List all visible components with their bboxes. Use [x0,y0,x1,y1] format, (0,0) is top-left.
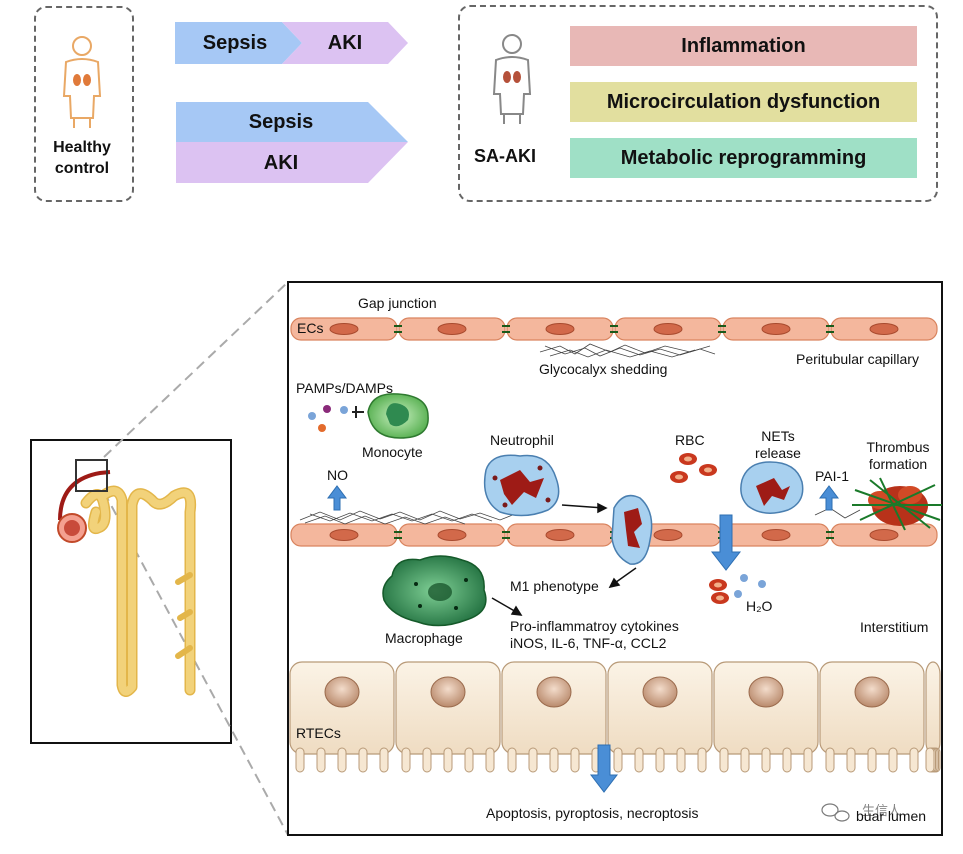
endothelial-cell [290,523,398,547]
pamps-molecules [308,405,364,432]
rtecs-label: RTECs [296,725,341,741]
neutrophil-label: Neutrophil [490,432,554,448]
gap-junction-mark [826,531,834,539]
endothelial-cell [614,317,722,341]
endothelial-cell [290,317,398,341]
microcirculation-bar: Microcirculation dysfunction [570,82,917,122]
gap-junction-mark [394,325,402,333]
nets-label: NETs release [755,428,801,461]
sa-aki-label: SA-AKI [474,146,536,166]
m1-phenotype-label: M1 phenotype [510,578,599,594]
endothelial-cell [506,523,614,547]
gap-junction-mark [502,531,510,539]
process-arrows [491,502,637,616]
rbc-label: RBC [675,432,705,448]
metabolic-bar: Metabolic reprogramming [570,138,917,178]
tubular-epithelial-cell [607,661,713,773]
arrow2-sepsis-label: Sepsis [248,110,314,133]
rbc-cells [670,453,766,604]
neutrophil-cell [483,454,560,517]
endothelial-cell [398,317,506,341]
tubular-epithelial-cell [925,661,941,773]
cytokines-label: Pro-inflammatroy cytokines iNOS, IL-6, T… [510,618,679,651]
migrating-neutrophil [611,494,653,565]
macrophage-cell [382,555,487,627]
arrow1-sepsis-label: Sepsis [202,31,268,54]
glycocalyx-strands [299,343,861,525]
endothelial-cell [830,317,938,341]
thrombus [852,477,942,531]
arrow2-aki-label: AKI [263,151,299,174]
tubular-epithelial-cell [395,661,501,773]
no-label: NO [327,467,348,483]
tubular-lumen-label: buar lumen [856,808,927,824]
endothelial-cell [398,523,506,547]
blue-arrows [327,485,839,793]
gap-junction-mark [610,325,618,333]
gap-junction-label: Gap junction [358,295,437,311]
watermark: 生信人 [862,804,902,819]
thrombus-label: Thrombus formation [866,439,930,472]
ecs-label: ECs [297,320,324,336]
peritubular-label: Peritubular capillary [796,351,919,367]
gap-junction-mark [394,531,402,539]
monocyte-cell [367,393,429,439]
rtec-layer [289,661,941,773]
interstitium-label: Interstitium [860,619,929,635]
arrow1-aki-label: AKI [327,31,363,54]
gap-junction-mark [826,325,834,333]
nets-cell [740,461,804,514]
endothelial-cell [722,523,830,547]
h2o-label: H₂O [746,598,773,614]
upper-endothelium [290,317,938,341]
sa-aki-box [458,5,938,202]
glycocalyx-label: Glycocalyx shedding [539,361,668,377]
pamps-label: PAMPs/DAMPs [296,380,393,396]
healthy-label: Healthy control [53,139,111,177]
tubular-epithelial-cell [501,661,607,773]
monocyte-label: Monocyte [362,444,423,460]
inflammation-bar: Inflammation [570,26,917,66]
healthy-control-box [34,6,134,202]
tubular-epithelial-cell [713,661,819,773]
endothelial-cell [830,523,938,547]
tubular-epithelial-cell [819,661,925,773]
tubular-epithelial-cell [289,661,395,773]
pai1-label: PAI-1 [815,468,849,484]
gap-junction-mark [502,325,510,333]
gap-junction-mark [718,325,726,333]
macrophage-label: Macrophage [385,630,463,646]
endothelial-cell [506,317,614,341]
endothelial-cell [722,317,830,341]
cell-death-label: Apoptosis, pyroptosis, necroptosis [486,805,699,821]
